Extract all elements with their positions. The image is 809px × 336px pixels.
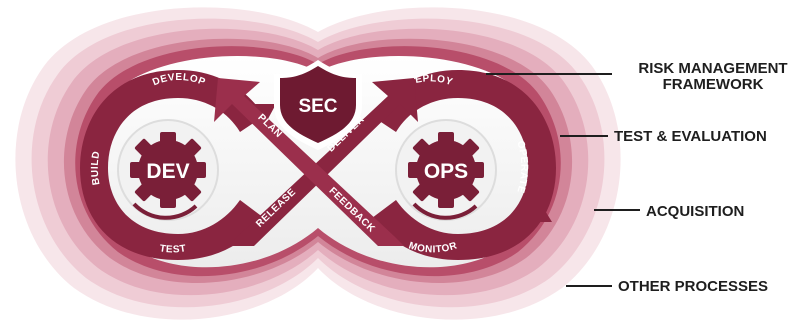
sec-shield-group: SEC [274,60,362,150]
dev-loop: DEVELOP BUILD TEST [80,70,276,260]
ops-gear-label: OPS [424,160,468,183]
layer-label-other: OTHER PROCESSES [618,278,768,295]
plan-feedback-arrow [214,78,404,246]
layer-label-test-eval: TEST & EVALUATION [614,128,767,145]
dev-loop-develop-label: DEVELOP [151,72,207,88]
layer-label-acquisition: ACQUISITION [646,203,744,220]
dev-gear-group: DEV [117,119,219,221]
ops-loop-arrowhead [520,196,552,222]
ops-loop-operate-label: OPERATE [514,140,529,195]
dev-cycle-arrow-icon [132,202,198,220]
layer-label-risk-line1: RISK MANAGEMENT [638,60,787,77]
ops-loop: DEPLOY OPERATE MONITOR [372,70,556,260]
ops-cycle-arrow-icon [412,202,478,220]
layer-label-risk-line2: FRAMEWORK [663,76,764,93]
gear-icon [408,132,484,208]
ops-loop-monitor-label: MONITOR [407,240,459,255]
ops-loop-ring [372,70,556,260]
layer-callouts: RISK MANAGEMENT FRAMEWORK TEST & EVALUAT… [486,60,788,295]
release-deliver-arrow [228,78,418,246]
dev-gear-label: DEV [146,160,189,183]
dev-loop-ring [80,70,264,260]
ops-gear-group: OPS [395,119,497,221]
sec-shield-body [280,66,356,143]
ops-loop-deploy-label: DEPLOY [406,73,454,88]
gear-icon [130,132,206,208]
sec-label: SEC [298,96,337,117]
dev-loop-build-label: BUILD [90,150,103,186]
